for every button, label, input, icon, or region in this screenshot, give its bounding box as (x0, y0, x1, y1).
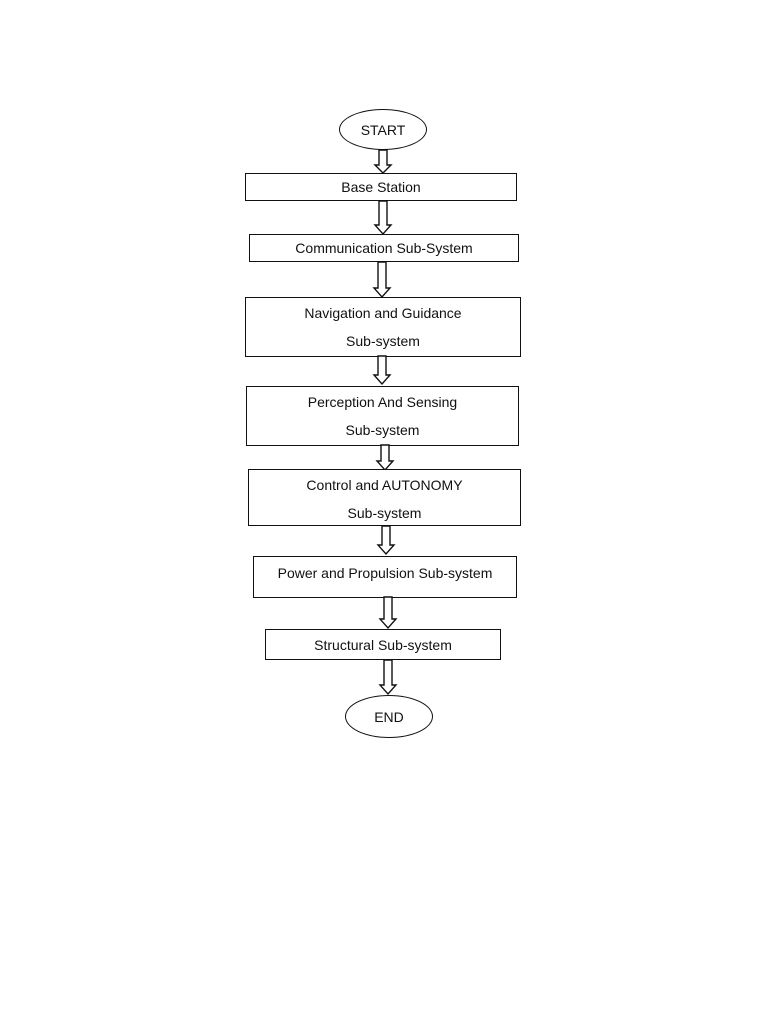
start-label: START (360, 121, 406, 138)
flow-arrow-1 (373, 149, 393, 174)
step-perception-sensing: Perception And Sensing Sub-system (246, 386, 519, 446)
flow-arrow-8 (378, 659, 398, 696)
flow-arrow-4 (372, 355, 392, 386)
step-communication-label: Communication Sub-System (295, 240, 473, 256)
step-navigation-guidance-line1: Navigation and Guidance (304, 305, 462, 321)
flow-arrow-3 (372, 261, 392, 299)
step-structural-label: Structural Sub-system (314, 636, 452, 653)
step-structural: Structural Sub-system (265, 629, 501, 660)
step-base-station-label: Base Station (341, 179, 421, 195)
start-terminal: START (339, 109, 427, 150)
step-power-propulsion-label: Power and Propulsion Sub-system (277, 565, 493, 581)
step-navigation-guidance: Navigation and Guidance Sub-system (245, 297, 521, 357)
step-base-station: Base Station (245, 173, 517, 201)
flow-arrow-2 (373, 200, 393, 236)
flow-arrow-7 (378, 596, 398, 630)
step-control-autonomy: Control and AUTONOMY Sub-system (248, 469, 521, 526)
step-perception-sensing-line1: Perception And Sensing (307, 394, 458, 410)
end-terminal: END (345, 695, 433, 738)
step-communication: Communication Sub-System (249, 234, 519, 262)
step-control-autonomy-line2: Sub-system (347, 505, 422, 521)
step-power-propulsion: Power and Propulsion Sub-system (253, 556, 517, 598)
step-navigation-guidance-line2: Sub-system (346, 333, 420, 349)
flow-arrow-5 (375, 444, 395, 472)
end-label: END (374, 708, 404, 725)
step-perception-sensing-line2: Sub-system (345, 422, 420, 438)
flow-arrow-6 (376, 525, 396, 556)
step-control-autonomy-line1: Control and AUTONOMY (306, 477, 463, 493)
